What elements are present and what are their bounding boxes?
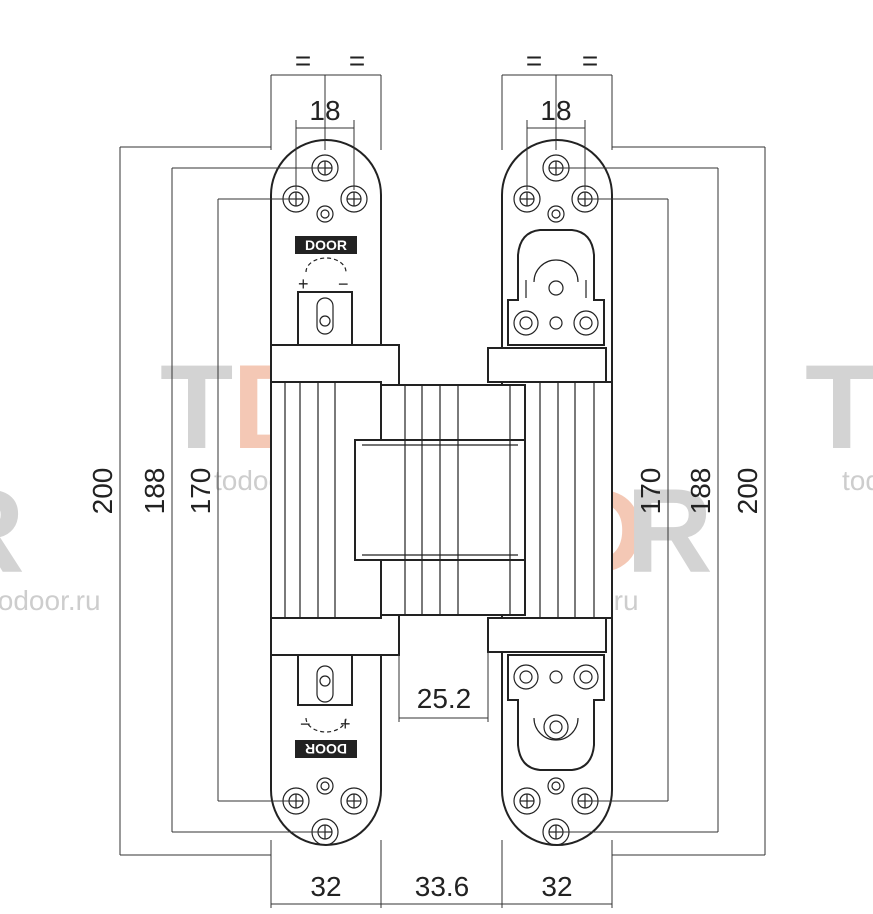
- equal-mark: =: [526, 45, 542, 76]
- hole-spacing-left-label: 18: [309, 95, 340, 126]
- screw-hole-icon: [513, 787, 541, 815]
- minus-sign: −: [300, 714, 311, 734]
- door-stamp: [295, 236, 357, 254]
- equal-mark: =: [349, 45, 365, 76]
- plus-sign: +: [340, 714, 351, 734]
- screw-hole-icon: [513, 310, 539, 336]
- height-outer-left-label: 200: [87, 468, 118, 515]
- watermark-left-edge: R todoor.ru: [0, 464, 101, 616]
- screw-hole-icon: [513, 664, 539, 690]
- offset-label: 25.2: [417, 683, 472, 714]
- small-hole-icon: [549, 316, 563, 330]
- door-stamp: [295, 740, 357, 758]
- body-gap-label: 33.6: [415, 871, 470, 902]
- screw-hole-icon: [573, 664, 599, 690]
- hole-spacing-right-label: 18: [540, 95, 571, 126]
- watermark-right-edge: T todoor.ru: [805, 340, 873, 496]
- door-stamp-label: DOOR: [305, 741, 347, 757]
- height-mid-left-label: 188: [139, 468, 170, 515]
- equal-mark: =: [582, 45, 598, 76]
- hinge-body: [270, 344, 613, 656]
- body-fins: [284, 382, 595, 618]
- watermark-url: todoor.ru: [842, 465, 873, 496]
- leaf-width-right-label: 32: [541, 871, 572, 902]
- watermark-letter-t: T: [805, 340, 873, 474]
- small-hole-icon: [316, 777, 334, 795]
- dimension-lines: [119, 74, 766, 908]
- height-inner-left-label: 170: [185, 468, 216, 515]
- small-hole-icon: [316, 205, 334, 223]
- screw-hole-icon: [340, 787, 368, 815]
- small-hole-icon: [547, 777, 565, 795]
- watermark-url: todoor.ru: [0, 585, 101, 616]
- equal-mark: =: [295, 45, 311, 76]
- leaf-width-left-label: 32: [310, 871, 341, 902]
- screw-hole-icon: [573, 310, 599, 336]
- height-inner-right-label: 170: [635, 468, 666, 515]
- small-hole-icon: [547, 205, 565, 223]
- watermark-letter-t: T: [160, 340, 233, 474]
- height-mid-right-label: 188: [685, 468, 716, 515]
- minus-sign: −: [338, 274, 349, 294]
- small-hole-icon: [549, 670, 563, 684]
- watermark-letter-r: R: [0, 464, 25, 598]
- plus-sign: +: [298, 274, 309, 294]
- height-outer-right-label: 200: [732, 468, 763, 515]
- door-stamp-label: DOOR: [305, 237, 347, 253]
- watermark-letter-r: R: [626, 464, 713, 598]
